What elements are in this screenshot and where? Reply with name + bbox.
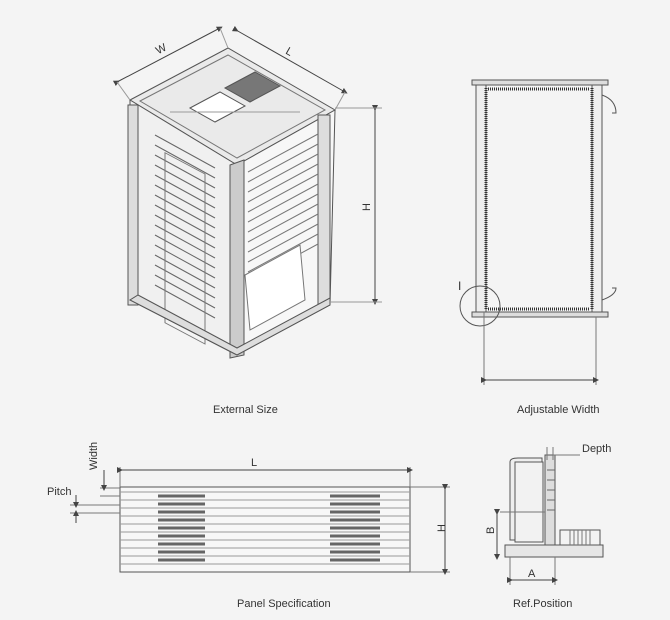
label-marker-i: I xyxy=(458,279,461,293)
label-h: H xyxy=(361,203,373,211)
right-face-slots xyxy=(247,133,319,283)
label-panel-l: L xyxy=(251,457,257,469)
label-panel-h: H xyxy=(436,524,448,532)
external-size-drawing xyxy=(112,25,382,359)
label-depth: Depth xyxy=(582,443,611,455)
label-l: L xyxy=(283,45,294,58)
caption-external-size: External Size xyxy=(213,404,278,416)
adjustable-width-drawing xyxy=(459,79,617,385)
label-b: B xyxy=(485,527,497,534)
dim-line-w xyxy=(112,26,223,87)
ref-position-drawing xyxy=(494,447,604,585)
caption-adjustable-width: Adjustable Width xyxy=(517,404,600,416)
caption-panel-specification: Panel Specification xyxy=(237,598,331,610)
label-width: Width xyxy=(88,442,100,470)
caption-ref-position: Ref.Position xyxy=(513,598,573,610)
label-a: A xyxy=(528,568,536,580)
panel-spec-drawing xyxy=(70,467,450,575)
dim-line-l xyxy=(231,25,348,94)
panel-slot-marks xyxy=(158,494,380,562)
label-w: W xyxy=(154,41,169,57)
panel-slots xyxy=(120,491,410,565)
detail-circle xyxy=(459,285,501,327)
label-pitch: Pitch xyxy=(47,486,71,498)
